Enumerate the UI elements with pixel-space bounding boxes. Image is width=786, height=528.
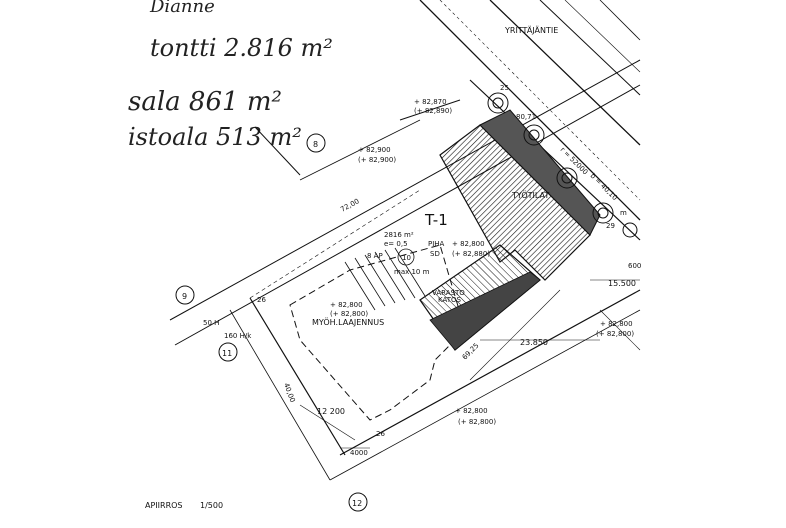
ap-code: 8 AP (367, 252, 383, 260)
parking-stripes (344, 247, 426, 311)
plot-efficiency: e= 0,5 (384, 240, 408, 248)
dim-600: 600 (628, 262, 641, 270)
building-area-outline (289, 244, 466, 421)
elev-bottom-paren: (+ 82,800) (458, 418, 496, 426)
handwritten-pointer (254, 126, 301, 176)
m-marker: m (620, 209, 627, 217)
dim-72: 72,00 (339, 197, 360, 213)
sd-label: SD (430, 250, 440, 258)
circle-8 (306, 133, 326, 153)
block-number-circle (397, 248, 415, 266)
block-number: 10 (402, 254, 411, 262)
circle-11 (218, 342, 238, 362)
num-25: 25 (500, 84, 509, 92)
elev-top-2: + 82,900 (358, 146, 391, 154)
num-26b: 26 (376, 430, 385, 438)
elev-top-1: + 82,870 (414, 98, 447, 106)
circle-12-label: 12 (352, 499, 362, 508)
elev-left-paren: (+ 82,800) (330, 310, 368, 318)
dim-29: 29 (606, 222, 615, 230)
circle-9-label: 9 (182, 292, 187, 301)
drawing-scale: 1/500 (200, 501, 223, 510)
num-26: 26 (257, 296, 266, 304)
trees (487, 92, 638, 238)
yard-elevation-paren: (+ 82,880) (452, 250, 490, 258)
elev-top-1-paren: (+ 82,890) (414, 107, 452, 115)
elev-right-paren: (+ 82,800) (596, 330, 634, 338)
dim-50h: 50 H (203, 319, 219, 327)
max-height: max 10 m (394, 268, 430, 276)
street-band (419, 0, 641, 221)
dim-40-10: b = 40,10 (589, 172, 619, 202)
elev-top-2-paren: (+ 82,900) (358, 156, 396, 164)
annex-label-2: KATOS (438, 296, 461, 304)
future-extension-label: MYÖH.LAAJENNUS (312, 317, 384, 327)
circle-9 (175, 285, 195, 305)
yard-elevation: + 82,800 (452, 240, 485, 248)
street-name: YRITTÄJÄNTIE (504, 25, 558, 35)
handwritten-residential-area: istoala 513 m² (128, 123, 302, 151)
dim-15-500: 15.500 (608, 279, 636, 288)
dim-23-850: 23.850 (520, 338, 548, 347)
dim-40: 40,00 (282, 382, 296, 404)
elev-left: + 82,800 (330, 301, 363, 309)
dim-69-25: 69,25 (461, 342, 481, 362)
dim-4000: 4000 (350, 449, 368, 457)
annex-dark-band (429, 271, 541, 351)
elev-corner: 80,71 (516, 113, 536, 121)
dim-12-200: 12 200 (317, 407, 345, 416)
dim-160: 160 H/k (224, 332, 252, 340)
yard-label: PIHA (428, 240, 445, 248)
circle-11-label: 11 (222, 349, 232, 358)
zone-code: T-1 (424, 211, 448, 229)
handwritten-fragment: Dianne (149, 0, 215, 17)
circle-8-label: 8 (313, 140, 318, 149)
dimension-lines (299, 279, 641, 449)
plot-area: 2816 m² (384, 231, 414, 239)
drawing-title: APIIRROS (145, 501, 183, 510)
main-building-dark-band (479, 109, 601, 236)
elev-right: + 82,800 (600, 320, 633, 328)
annex-label-1: VARASTO (432, 289, 465, 297)
main-building-label: TYÖTILAT (511, 190, 549, 200)
elev-bottom: + 82,800 (455, 407, 488, 415)
circle-12 (348, 492, 368, 512)
parcel-boundaries (169, 59, 641, 481)
handwritten-plot-area: tontti 2.816 m² (150, 34, 333, 62)
handwritten-floor-area: sala 861 m² (128, 87, 282, 117)
